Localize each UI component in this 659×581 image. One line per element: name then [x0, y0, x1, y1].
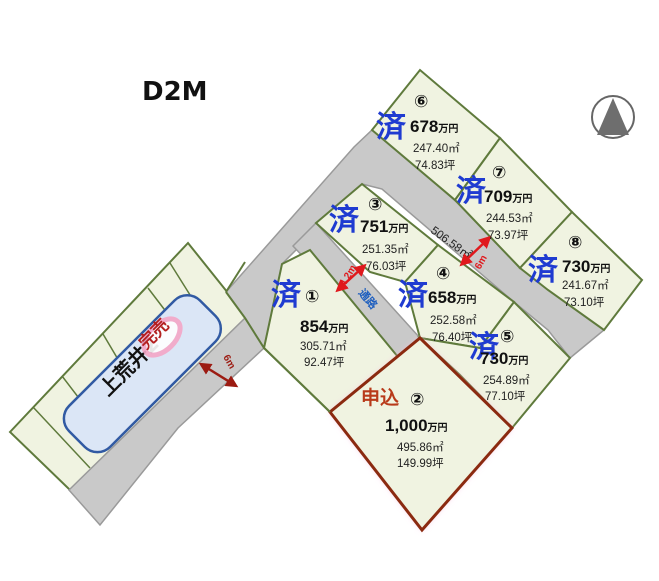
lot-1-price-unit: 万円	[327, 323, 348, 335]
lot-5-number: ⑤	[500, 327, 514, 347]
lot-2-parcel	[327, 335, 515, 533]
lot-3-price: 751	[360, 217, 388, 236]
svg-text:709万円: 709万円	[484, 187, 532, 206]
lot-8-tsubo: 73.10坪	[564, 296, 605, 309]
neighbor-label-badge	[62, 293, 223, 454]
lot-7-number: ⑦	[492, 163, 506, 183]
lot-5-price-unit: 万円	[507, 355, 528, 367]
lot-1-tsubo: 92.47坪	[304, 356, 345, 369]
north-arrow-icon	[591, 95, 635, 139]
lot-6-price-unit: 万円	[437, 123, 458, 135]
lot-3-sold-mark: 済	[329, 203, 360, 238]
lot-1-sold-mark: 済	[271, 278, 302, 313]
lot-8-sold-mark: 済	[528, 253, 559, 288]
lot-7-area: 244.53㎡	[486, 212, 533, 225]
lot-4-price-unit: 万円	[455, 294, 476, 306]
lots	[225, 68, 644, 533]
lot-8-number: ⑧	[568, 233, 582, 253]
lot-5-label: 済 ⑤ 730万円 254.89㎡ 77.10坪	[469, 327, 530, 403]
page-title: D2M	[142, 77, 208, 107]
lot-7-label: 済 ⑦ 709万円 244.53㎡ 73.97坪	[456, 163, 533, 242]
svg-text:1,000万円: 1,000万円	[385, 416, 448, 435]
lot-3-number: ③	[368, 195, 382, 215]
svg-text:730万円: 730万円	[480, 349, 528, 368]
lot-2-price-unit: 万円	[427, 422, 448, 434]
lot-6-number: ⑥	[414, 92, 428, 112]
neighbor-subdivision: 上荒井2 完売	[8, 241, 250, 492]
lot-5-price: 730	[480, 349, 508, 368]
lot-4-price: 658	[428, 288, 456, 307]
lot-8-label: 済 ⑧ 730万円 241.67㎡ 73.10坪	[528, 233, 610, 309]
lot-3-label: 済 ③ 751万円 251.35㎡ 76.03坪	[329, 195, 409, 273]
lot-1-area: 305.71㎡	[300, 340, 347, 353]
lot-7-price: 709	[484, 187, 512, 206]
lot-4-area: 252.58㎡	[430, 314, 477, 327]
lot-6-tsubo: 74.83坪	[415, 159, 456, 172]
lot-4-number: ④	[436, 264, 450, 284]
lot-3-tsubo: 76.03坪	[366, 260, 407, 273]
lot-2-area: 495.86㎡	[397, 441, 444, 454]
svg-text:730万円: 730万円	[562, 257, 610, 276]
lot-2-applied-mark: 申込	[361, 386, 399, 409]
lot-6-sold-mark: 済	[376, 110, 407, 145]
lot-8-price: 730	[562, 257, 590, 276]
lot-7-sold-mark: 済	[456, 174, 487, 209]
lot-8-parcel	[518, 210, 644, 332]
lot-5-sold-mark: 済	[469, 330, 500, 365]
svg-text:751万円: 751万円	[360, 217, 408, 236]
lot-3-price-unit: 万円	[387, 223, 408, 235]
svg-text:854万円: 854万円	[300, 317, 348, 336]
lot-2-label: 申込 ② 1,000万円 495.86㎡ 149.99坪	[361, 386, 448, 470]
lot-6-price: 678	[410, 117, 438, 136]
svg-text:678万円: 678万円	[410, 117, 458, 136]
lot-1-label: 済 ① 854万円 305.71㎡ 92.47坪	[271, 278, 348, 369]
lot-7-tsubo: 73.97坪	[488, 229, 529, 242]
lot-4-sold-mark: 済	[398, 278, 429, 313]
lot-1-price: 854	[300, 317, 329, 336]
lot-1-number: ①	[305, 287, 319, 307]
lot-8-price-unit: 万円	[589, 263, 610, 275]
lot-7-price-unit: 万円	[511, 193, 532, 205]
lot-4-tsubo: 76.40坪	[432, 331, 473, 344]
lot-5-parcel	[416, 300, 572, 430]
lot-3-area: 251.35㎡	[362, 243, 409, 256]
lot-4-label: 済 ④ 658万円 252.58㎡ 76.40坪	[398, 264, 477, 344]
lot-6-area: 247.40㎡	[413, 142, 460, 155]
lot-2-price: 1,000	[385, 416, 428, 435]
lot-5-area: 254.89㎡	[483, 374, 530, 387]
lot-2-number: ②	[410, 390, 424, 410]
lot-6-label: 済 ⑥ 678万円 247.40㎡ 74.83坪	[376, 92, 460, 172]
svg-text:658万円: 658万円	[428, 288, 476, 307]
lot-2-tsubo: 149.99坪	[397, 457, 444, 470]
lot-5-tsubo: 77.10坪	[485, 390, 526, 403]
lot-8-area: 241.67㎡	[562, 279, 609, 292]
